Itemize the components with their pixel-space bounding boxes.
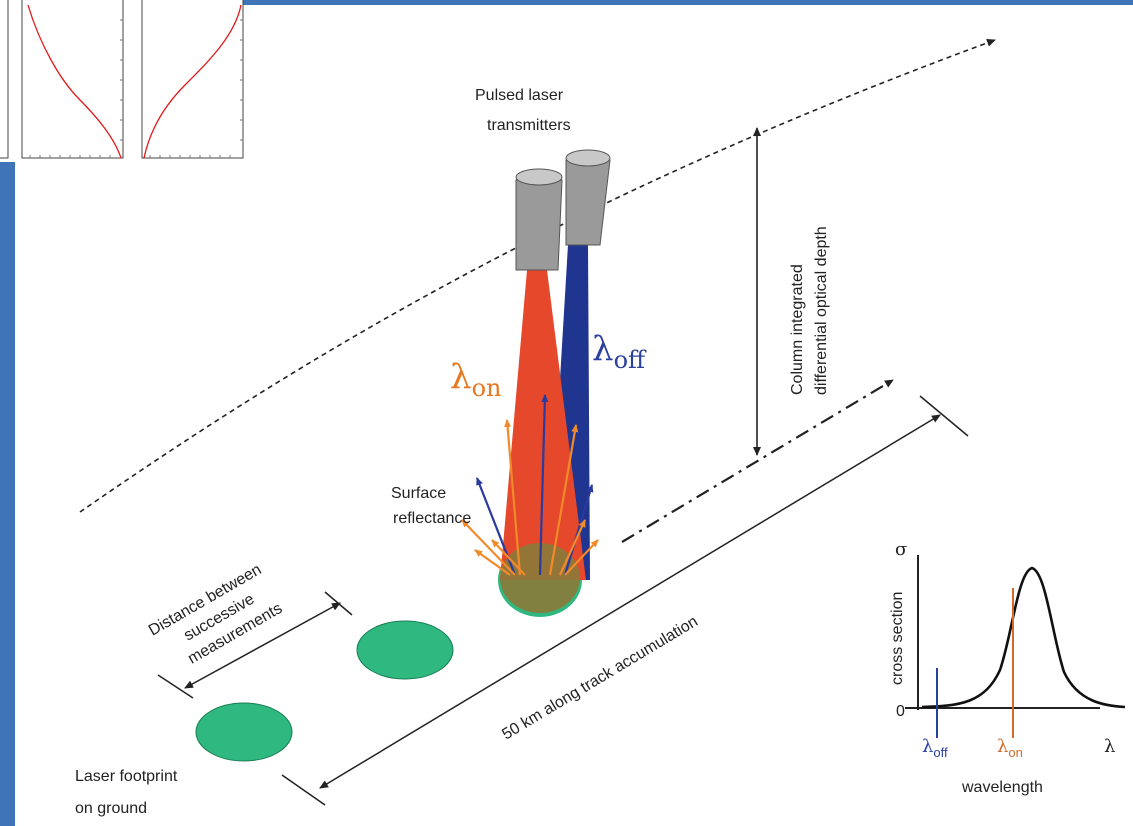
- cross-section-inset: σ 0 cross section wavelength λ λoff λon: [889, 539, 1126, 796]
- inset-lambda-axis: λ: [1104, 736, 1115, 757]
- track-label: 50 km along track accumulation: [499, 613, 701, 743]
- column-label: Column integrated differential optical d…: [789, 226, 830, 395]
- laser-label-line1: Pulsed laser: [475, 87, 564, 104]
- inset-lambda-on: λon: [997, 736, 1023, 760]
- distance-label: Distance between successive measurements: [146, 561, 285, 667]
- frame-top-bar: [243, 0, 1133, 5]
- lambda-on-label: λon: [450, 357, 501, 402]
- surface-label-line2: reflectance: [393, 510, 471, 527]
- inset-xlabel: wavelength: [961, 779, 1043, 796]
- footprint-2: [356, 620, 454, 680]
- inset-lambda-off: λoff: [922, 736, 948, 760]
- laser-transmitter-on: [515, 168, 563, 271]
- footprint-label-line2: on ground: [75, 800, 147, 817]
- inset-sigma: σ: [895, 539, 907, 560]
- footprint-1: [195, 702, 293, 762]
- frame-left-bar: [0, 162, 15, 826]
- orbit-path: [79, 39, 996, 513]
- distance-arrow: [157, 591, 353, 699]
- inset-zero: 0: [896, 703, 905, 720]
- beam-on: [500, 270, 586, 580]
- column-label-line1: Column integrated: [789, 264, 806, 395]
- column-label-line2: differential optical depth: [813, 226, 830, 395]
- surface-label-line1: Surface: [391, 485, 446, 502]
- laser-transmitter-off: [565, 149, 611, 246]
- absorption-line: [921, 566, 1126, 709]
- reflected-rays: [461, 394, 599, 576]
- lambda-off-label: λoff: [592, 329, 647, 374]
- thumbnail-plots: [0, 0, 244, 159]
- accumulation-arrow: [281, 395, 969, 806]
- footprint-overlay: [500, 543, 580, 613]
- footprint-label-line1: Laser footprint: [75, 768, 178, 785]
- inset-ylabel: cross section: [889, 592, 906, 685]
- laser-label-line2: transmitters: [487, 117, 571, 134]
